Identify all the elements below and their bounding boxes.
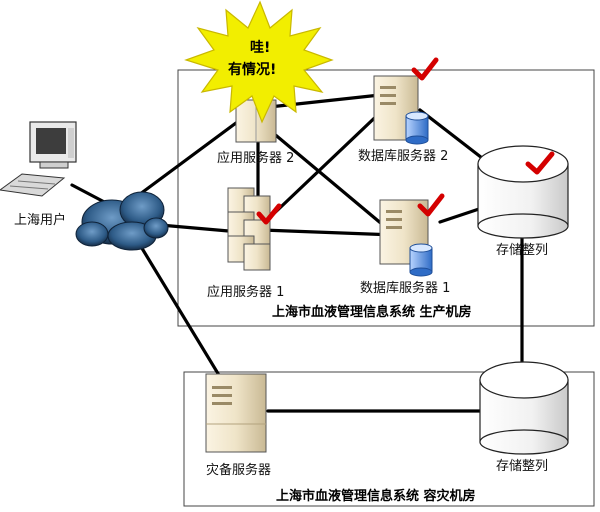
storage-dr-label: 存储整列 [496,459,548,474]
dr-server-label: 灾备服务器 [206,462,271,478]
server-icon [205,373,267,453]
app-server-2-label: 应用服务器 2 [217,150,294,166]
user-label: 上海用户 [14,212,66,228]
cloud-icon [75,191,169,251]
disaster-room-label: 上海市血液管理信息系统 容灾机房 [276,488,476,504]
alert-line-2: 有情况! [228,61,276,78]
db-server-1-label: 数据库服务器 1 [360,280,450,296]
connections [70,93,524,413]
app-server-1-label: 应用服务器 1 [207,284,284,300]
checkmark-icon [256,203,282,225]
storage-icon [479,361,569,455]
storage-icon [477,145,569,239]
computer-icon [0,121,77,197]
alert-line-1: 哇! [250,39,270,56]
storage-icon [409,243,433,277]
checkmark-icon [417,193,445,217]
checkmark-icon [411,57,439,81]
checkmark-icon [525,151,555,175]
storage-icon [405,111,429,145]
server-icon [227,187,271,271]
production-room-box [177,69,595,327]
production-room-label: 上海市血液管理信息系统 生产机房 [272,304,472,320]
disaster-room-box [183,371,595,507]
storage-primary-label: 存储整列 [496,243,548,258]
db-server-2-label: 数据库服务器 2 [358,148,448,164]
alert-burst-icon [184,0,334,124]
